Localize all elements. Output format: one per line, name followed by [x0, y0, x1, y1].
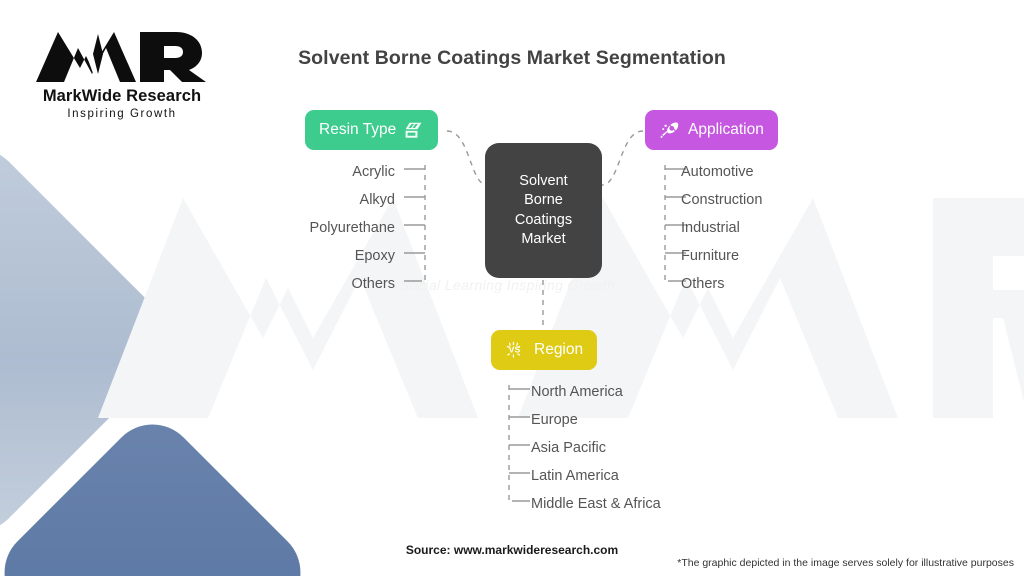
center-node-line-2: Borne	[524, 192, 563, 208]
leaf-item: Asia Pacific	[531, 440, 606, 456]
branch-label-region: Region	[534, 341, 584, 358]
leaf-item: Furniture	[681, 248, 740, 264]
center-node-line-3: Coatings	[514, 211, 573, 228]
leaf-item: Others	[681, 276, 725, 292]
branch-badge-resin-type[interactable]: Resin Type	[305, 110, 439, 150]
disclaimer-text: *The graphic depicted in the image serve…	[677, 557, 1014, 569]
leaf-item: Polyurethane	[309, 220, 395, 236]
branch-label-resin-type: Resin Type	[319, 121, 397, 138]
branch-label-application: Application	[688, 121, 764, 138]
center-node-line-1: Solvent	[519, 172, 568, 189]
brand-logo: MarkWide Research Inspiring Growth	[32, 28, 212, 120]
leaf-item: Alkyd	[359, 192, 395, 208]
source-line: Source: www.markwideresearch.com	[405, 543, 619, 557]
leaf-item: Automotive	[681, 164, 754, 180]
leaf-list-region: North America Europe Asia Pacific Latin …	[531, 378, 811, 518]
paint-roller-icon	[403, 120, 424, 141]
leaf-list-application: Automotive Construction Industrial Furni…	[681, 158, 941, 298]
leaf-item: Others	[351, 276, 395, 292]
leaf-item: Epoxy	[354, 248, 395, 264]
leaf-list-resin-type: Acrylic Alkyd Polyurethane Epoxy Others	[180, 158, 395, 298]
center-node-text: Solvent Borne Coatings Market	[515, 172, 572, 250]
leaf-item: Acrylic	[352, 164, 395, 180]
brand-tagline: Inspiring Growth	[67, 108, 177, 120]
center-node-line-4: Market	[521, 231, 566, 247]
leaf-item: Construction	[681, 192, 763, 208]
leaf-item: Middle East & Africa	[531, 496, 661, 512]
center-watermark-text: Social Learning Inspiring Growth	[400, 277, 616, 293]
svg-text:VS: VS	[509, 344, 521, 354]
page-title: Solvent Borne Coatings Market Segmentati…	[298, 47, 726, 69]
leaf-item: Industrial	[681, 220, 740, 236]
spray-gun-icon	[659, 119, 681, 141]
branch-badge-application[interactable]: Application	[645, 110, 778, 150]
mwr-logo-mark	[36, 32, 206, 82]
branch-badge-region[interactable]: VS Region	[491, 330, 598, 370]
sparkle-vs-icon: VS	[505, 339, 527, 361]
brand-name: MarkWide Research	[42, 87, 202, 105]
leaf-item: Latin America	[531, 468, 619, 484]
leaf-item: Europe	[531, 412, 578, 428]
leaf-item: North America	[531, 384, 623, 400]
center-node: Solvent Borne Coatings Market	[485, 143, 602, 278]
decorative-square-light	[0, 127, 188, 553]
